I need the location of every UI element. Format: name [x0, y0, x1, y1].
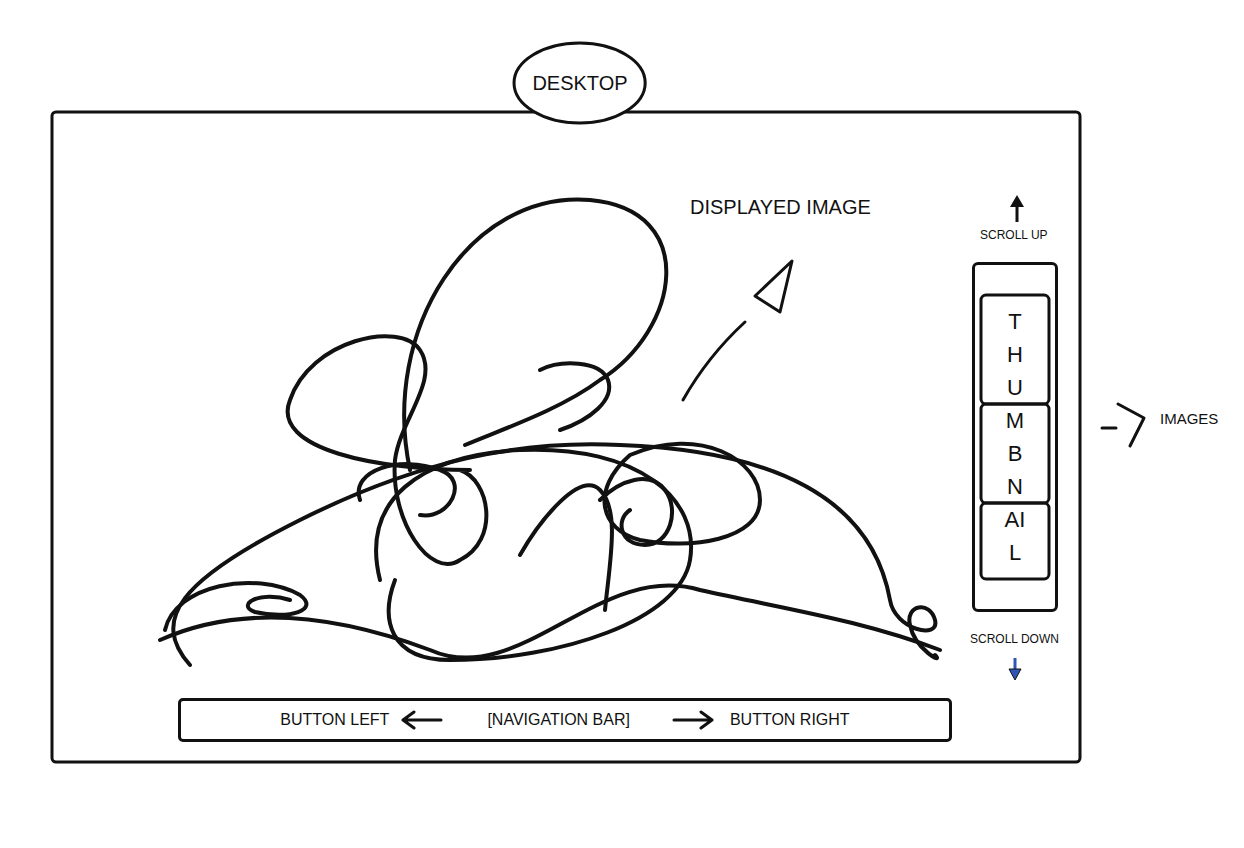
scroll-down-arrow [1009, 658, 1021, 680]
images-leader [1102, 404, 1144, 446]
nav-button-label: BUTTON RIGHT [730, 711, 850, 729]
page-title-ellipse: DESKTOP [512, 41, 647, 125]
scribble-image [160, 199, 940, 665]
callout-arrow [683, 261, 792, 400]
scroll-label: SCROLL UP [980, 229, 1048, 243]
desktop-frame [52, 112, 1080, 762]
scroll-label: SCROLL DOWN [970, 633, 1059, 647]
scroll-up-arrow [1010, 195, 1024, 222]
nav-arrow [399, 710, 443, 730]
thumbnail-panel: THUMBNAIL [972, 262, 1058, 612]
images-label: IMAGES [1160, 410, 1218, 427]
page-title: DESKTOP [532, 72, 627, 95]
thumbnail-text: THUMBNAIL [1004, 305, 1026, 569]
nav-button-label: BUTTON LEFT [280, 711, 389, 729]
navigation-bar: BUTTON LEFT [NAVIGATION BAR] BUTTON RIGHT [178, 698, 952, 742]
nav-button-label: [NAVIGATION BAR] [487, 711, 630, 729]
image-callout: DISPLAYED IMAGE [690, 196, 871, 219]
nav-arrow [672, 710, 716, 730]
